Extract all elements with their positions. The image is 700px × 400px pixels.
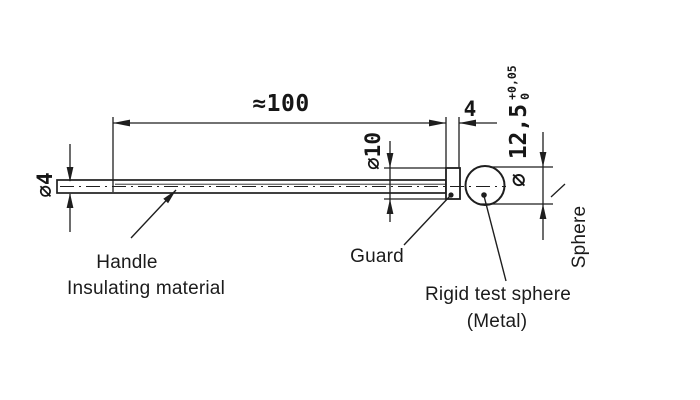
test-sphere — [464, 165, 506, 206]
handle-label-line1: Handle — [96, 252, 158, 273]
guard-label: Guard — [350, 246, 404, 267]
tolerance-lower: 0 — [518, 92, 532, 100]
sphere-leader — [481, 192, 507, 282]
handle-label-line2: Insulating material — [67, 278, 225, 299]
rigid-test-sphere-label-line2: (Metal) — [466, 311, 528, 332]
sphere-diameter-dimension — [478, 132, 566, 240]
guard-leader — [403, 192, 454, 246]
length-dimension-label: ≈100 — [252, 91, 310, 117]
handle-leader — [130, 189, 177, 239]
sphere-axis-label: Sphere — [569, 205, 590, 269]
length-dimension — [112, 117, 460, 192]
guard-disc — [445, 167, 461, 200]
guard-thickness-label: 4 — [463, 97, 477, 121]
handle-diameter-label: ⌀4 — [33, 172, 57, 198]
guard-thickness-dimension — [459, 119, 497, 127]
sphere-diameter-value: ⌀ 12,5 — [506, 103, 532, 187]
sphere-diameter-tolerance: +0,05 0 — [505, 65, 532, 100]
handle-diameter-dimension — [66, 144, 74, 232]
guard-diameter-label: ⌀10 — [361, 132, 385, 170]
guard-diameter-dimension — [384, 141, 446, 222]
sphere-diameter-label: ⌀ 12,5 +0,05 0 — [500, 63, 538, 187]
rigid-test-sphere-label-line1: Rigid test sphere — [425, 284, 571, 305]
